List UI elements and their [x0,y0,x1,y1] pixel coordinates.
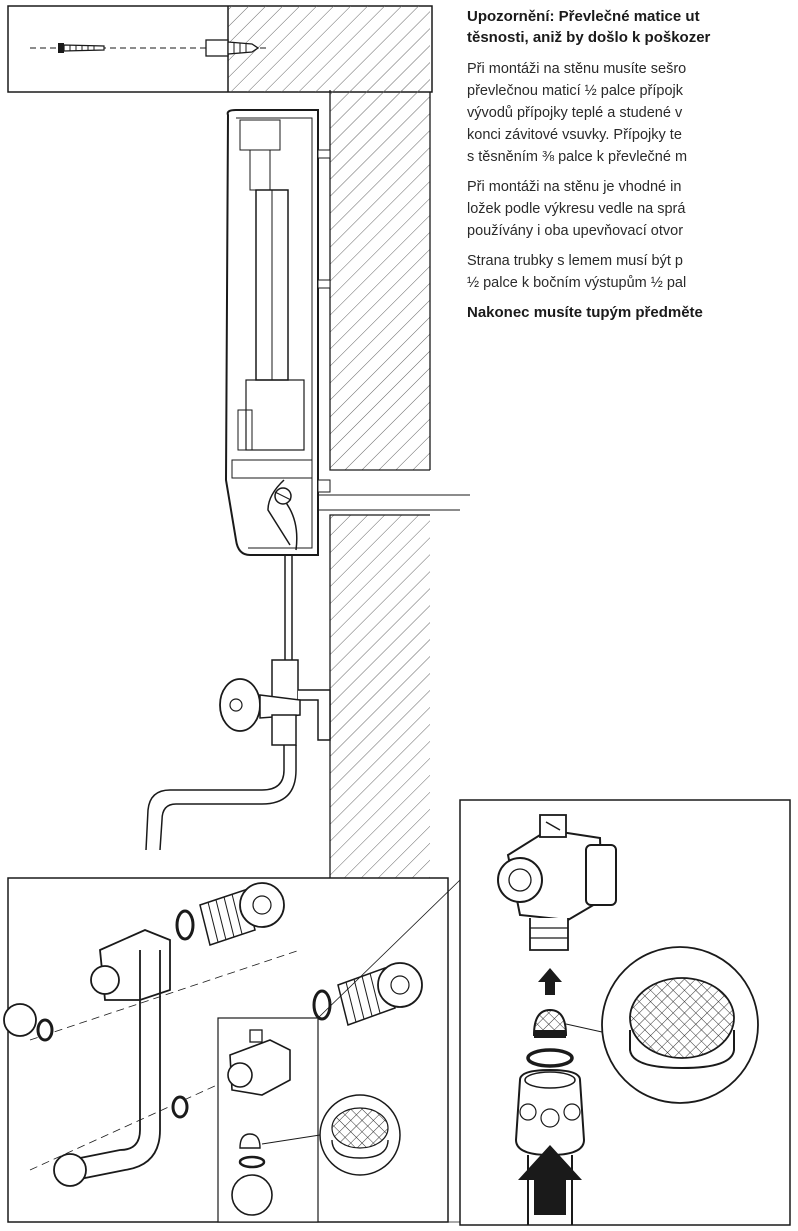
warning-note: Upozornění: Převlečné matice ut těsnosti… [467,6,798,48]
text-line: vývodů přípojky teplé a studené v [467,105,683,121]
text-line: Při montáži na stěnu je vhodné in [467,179,682,195]
water-heater-unit [224,109,331,556]
gasket-icon [36,1018,54,1042]
wall-section [329,90,431,985]
text-line: ½ palce k bočním výstupům ½ pal [467,275,687,291]
text-line: ložek podle výkresu vedle na sprá [467,201,686,217]
paragraph-wall-mount: Při montáži na stěnu je vhodné in ložek … [467,176,798,242]
text-line: převlečnou maticí ½ palce přípojk [467,83,683,99]
threaded-nipple-icon [199,882,285,946]
arrow-up-icon [538,968,562,995]
valve-body-icon [497,814,617,951]
sieve-zoom-small [261,1094,401,1176]
gasket-icon [238,1155,266,1169]
threaded-nipple-icon [337,962,423,1026]
union-nut-icon [514,1068,586,1157]
warning-line: těsnosti, aniž by došlo k poškozer [467,29,711,46]
text-line: Při montáži na stěnu musíte sešro [467,61,687,77]
gasket-icon [171,1095,189,1119]
text-line: s těsněním ⅜ palce k převlečné m [467,149,688,165]
warning-line: Upozornění: Převlečné matice ut [467,8,700,25]
gasket-icon [175,909,195,941]
gasket-icon [526,1048,574,1068]
flow-arrow-icon [518,1145,582,1215]
screw-icon [58,43,105,53]
sieve-small-icon [239,1133,261,1149]
text-line: používány i oba upevňovací otvor [467,223,684,239]
wall-plug-icon [205,39,260,57]
nut-small-icon [231,1174,273,1216]
text-line: konci závitové vsuvky. Přípojky te [467,127,682,143]
sieve-zoom-large [565,946,759,1104]
gasket-icon [312,989,332,1021]
mixer-tap [145,555,331,851]
paragraph-pipe-side: Strana trubky s lemem musí být p ½ palce… [467,250,798,294]
screw-detail-inset [7,5,433,93]
text-line: Strana trubky s lemem musí být p [467,253,683,269]
sieve-icon [532,1008,568,1036]
paragraph-mounting: Při montáži na stěnu musíte sešro převle… [467,58,798,168]
tap-body-icon [3,929,171,1187]
exploded-connection-inset [3,877,461,1223]
valve-small-icon [227,1029,291,1096]
valve-sieve-zoom-inset [459,799,791,1226]
final-note: Nakonec musíte tupým předměte [467,304,703,321]
instruction-text: Upozornění: Převlečné matice ut těsnosti… [467,6,798,323]
